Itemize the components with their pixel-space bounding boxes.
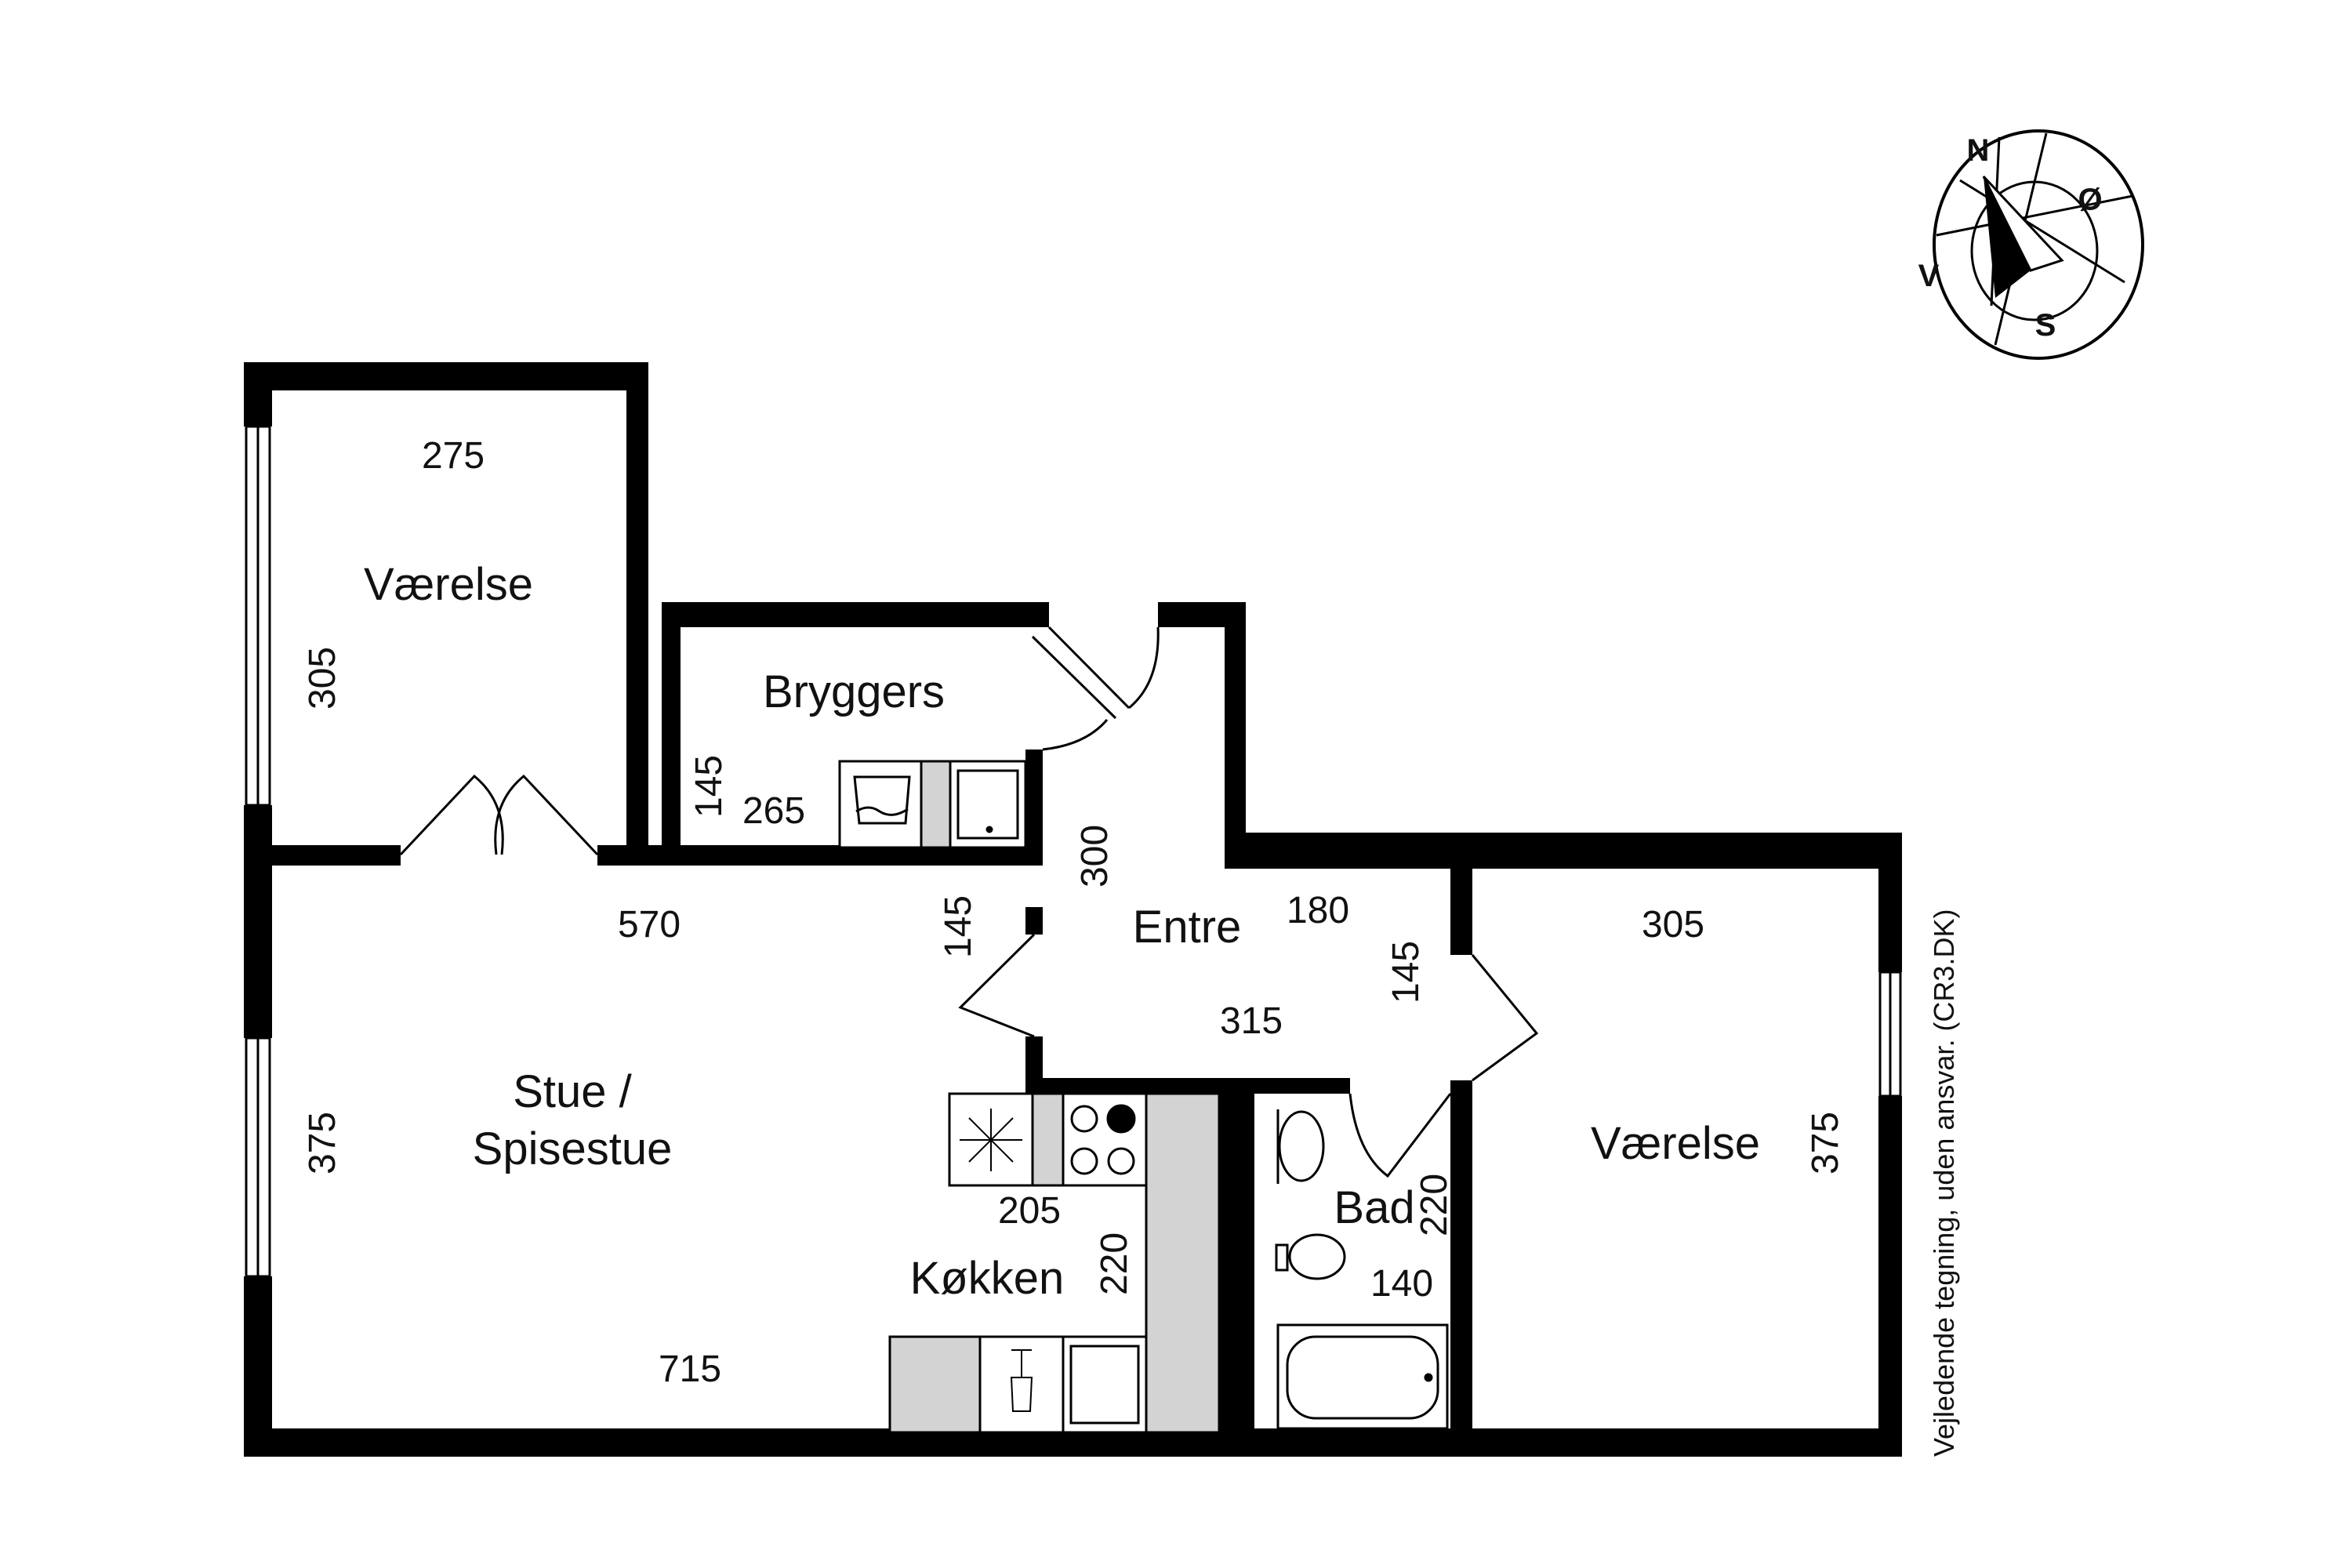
door-swing xyxy=(1042,719,1109,751)
compass-needle xyxy=(1984,176,2031,298)
counter xyxy=(888,1335,982,1434)
compass: N Ø S V xyxy=(1918,129,2144,360)
room-label-bad: Bad xyxy=(1334,1182,1414,1233)
room-label-vaerelse-top: Værelse xyxy=(364,559,533,610)
walls xyxy=(244,362,1902,1457)
room-label-entre: Entre xyxy=(1133,902,1242,953)
stove-burner xyxy=(1070,1105,1098,1133)
wall xyxy=(1225,833,1902,869)
room-label-stue: Stue / xyxy=(513,1066,632,1117)
wall xyxy=(244,362,648,390)
dimension-label: 205 xyxy=(998,1190,1061,1232)
dimension-label: 375 xyxy=(1805,1112,1846,1174)
wall xyxy=(1450,855,1472,955)
sink xyxy=(949,760,1027,849)
washing-machine xyxy=(838,760,923,849)
compass-north: N xyxy=(1967,133,1990,168)
dimension-label: 300 xyxy=(1074,825,1116,887)
dimension-label: 570 xyxy=(618,904,681,946)
windows xyxy=(245,425,1902,1278)
dimension-label: 145 xyxy=(688,755,730,818)
doors xyxy=(399,626,1539,1178)
dimension-label: 180 xyxy=(1287,890,1349,931)
counter xyxy=(1031,1092,1065,1187)
wall xyxy=(626,362,648,853)
counter xyxy=(1145,1092,1221,1434)
door-swing xyxy=(1047,626,1131,710)
compass-east: Ø xyxy=(2078,183,2102,217)
stove-burner xyxy=(1070,1147,1098,1175)
room-label-bryggers: Bryggers xyxy=(763,666,945,717)
dimension-label: 220 xyxy=(1414,1174,1455,1236)
dimension-label: 715 xyxy=(659,1348,721,1390)
fixtures xyxy=(838,760,1449,1434)
wall xyxy=(662,602,1049,627)
stove-burner xyxy=(1106,1104,1136,1134)
counter xyxy=(920,760,952,849)
sink xyxy=(1062,1335,1148,1434)
wall xyxy=(1025,750,1043,855)
dimension-label: 275 xyxy=(422,435,485,477)
dimension-label: 315 xyxy=(1220,1000,1283,1042)
wall xyxy=(1219,1084,1254,1433)
toilet-tank xyxy=(1275,1243,1289,1272)
wall xyxy=(1225,602,1246,869)
dimension-label: 375 xyxy=(302,1112,343,1174)
dimension-label: 220 xyxy=(1094,1232,1135,1295)
dimension-label: 305 xyxy=(302,647,343,710)
dimension-label: 145 xyxy=(938,895,979,958)
bathtub xyxy=(1276,1323,1449,1430)
room-label-vaerelse-right: Værelse xyxy=(1591,1118,1760,1169)
wall xyxy=(1025,1078,1350,1094)
wall xyxy=(1878,1096,1902,1457)
stove-burner xyxy=(1107,1147,1135,1175)
dimension-label: 265 xyxy=(742,790,805,832)
door-swing xyxy=(1031,635,1117,720)
wall xyxy=(1025,1036,1043,1080)
sink xyxy=(1278,1110,1325,1182)
wall xyxy=(244,1276,272,1457)
disclaimer-text: Vejledende tegning, uden ansvar. (CR3.DK… xyxy=(1928,909,1960,1457)
dimension-label: 145 xyxy=(1385,941,1427,1004)
dimension-label: 305 xyxy=(1642,904,1704,946)
wall xyxy=(244,845,272,1038)
wall xyxy=(1878,833,1902,972)
dimension-labels: 275 305 145 265 300 180 145 315 570 145 … xyxy=(302,435,1846,1390)
compass-south: S xyxy=(2035,308,2056,343)
wall xyxy=(1025,907,1043,935)
room-label-koekken: Køkken xyxy=(910,1253,1065,1304)
wall xyxy=(662,602,681,853)
door-swing xyxy=(1128,626,1160,710)
door-swing xyxy=(494,774,599,856)
wall xyxy=(244,362,272,426)
door-swing xyxy=(958,933,1036,1038)
toilet xyxy=(1288,1233,1346,1280)
door-swing xyxy=(1471,954,1539,1082)
dimension-label: 140 xyxy=(1370,1263,1433,1305)
compass-west: V xyxy=(1918,259,1940,293)
room-label-spisestue: Spisestue xyxy=(473,1123,673,1174)
door-swing xyxy=(1348,1093,1452,1178)
door-swing xyxy=(399,774,504,856)
wall xyxy=(1450,1080,1472,1435)
room-labels: Værelse Bryggers Entre Stue / Spisestue … xyxy=(364,559,1760,1304)
